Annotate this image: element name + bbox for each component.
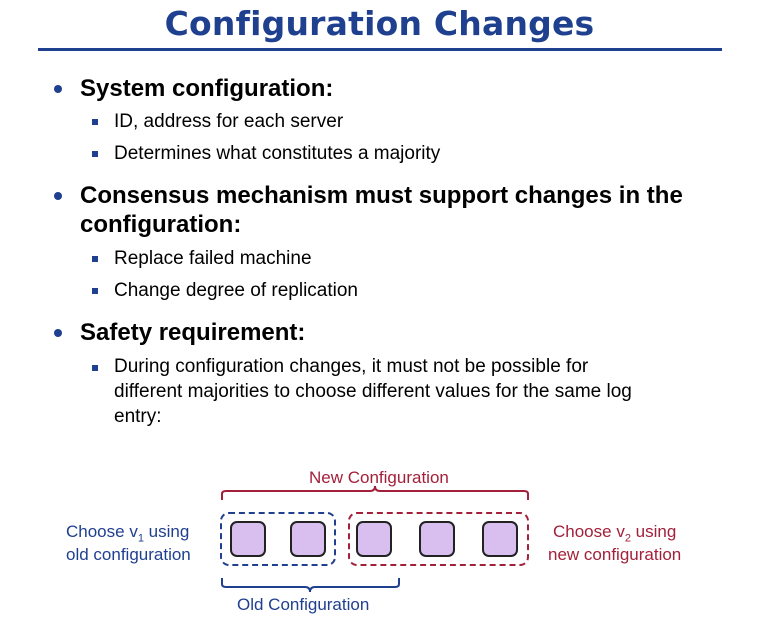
- bullet-consensus-line2: configuration:: [80, 211, 242, 238]
- sub-bullet-replace-failed: Replace failed machine: [114, 248, 312, 269]
- new-configuration-majority-box: [348, 512, 529, 566]
- sub-bullet-square: [92, 365, 98, 371]
- sub-bullet-square: [92, 288, 98, 294]
- choose-v2-pre: Choose v: [553, 522, 625, 541]
- bullet-dot: [54, 85, 62, 93]
- sub-bullet-safety-line1: During configuration changes, it must no…: [114, 356, 589, 377]
- old-configuration-caption: old configuration: [66, 545, 191, 564]
- sub-bullet-safety-line3: entry:: [114, 406, 162, 427]
- bullet-dot: [54, 192, 62, 200]
- bullet-safety-requirement: Safety requirement:: [80, 319, 306, 346]
- sub-bullet-square: [92, 256, 98, 262]
- choose-v1-pre: Choose v: [66, 522, 138, 541]
- server-4: [419, 521, 455, 557]
- bullet-system-configuration: System configuration:: [80, 75, 334, 102]
- choose-v2-label: Choose v2 using: [553, 520, 676, 550]
- sub-bullet-safety-line2: different majorities to choose different…: [114, 381, 632, 402]
- new-configuration-caption: new configuration: [548, 545, 682, 564]
- old-configuration-majority-box: [220, 512, 336, 566]
- choose-v1-label: Choose v1 using: [66, 520, 189, 550]
- choose-v2-post: using: [630, 522, 677, 541]
- server-1: [230, 521, 266, 557]
- slide-title: Configuration Changes: [164, 4, 595, 43]
- sub-bullet-change-replication: Change degree of replication: [114, 280, 359, 301]
- server-2: [290, 521, 326, 557]
- server-5: [482, 521, 518, 557]
- choose-v1-post: using: [143, 522, 190, 541]
- sub-bullet-id-address: ID, address for each server: [114, 111, 344, 132]
- choose-v1-subscript: 1: [137, 532, 144, 545]
- server-3: [356, 521, 392, 557]
- new-configuration-label: New Configuration: [309, 468, 449, 487]
- sub-bullet-majority: Determines what constitutes a majority: [114, 143, 441, 164]
- sub-bullet-square: [92, 119, 98, 125]
- bullet-dot: [54, 329, 62, 337]
- bullet-consensus-line1: Consensus mechanism must support changes…: [80, 182, 683, 209]
- title-underline: [38, 48, 722, 51]
- old-configuration-label: Old Configuration: [237, 595, 370, 614]
- choose-v2-subscript: 2: [624, 532, 631, 545]
- sub-bullet-square: [92, 151, 98, 157]
